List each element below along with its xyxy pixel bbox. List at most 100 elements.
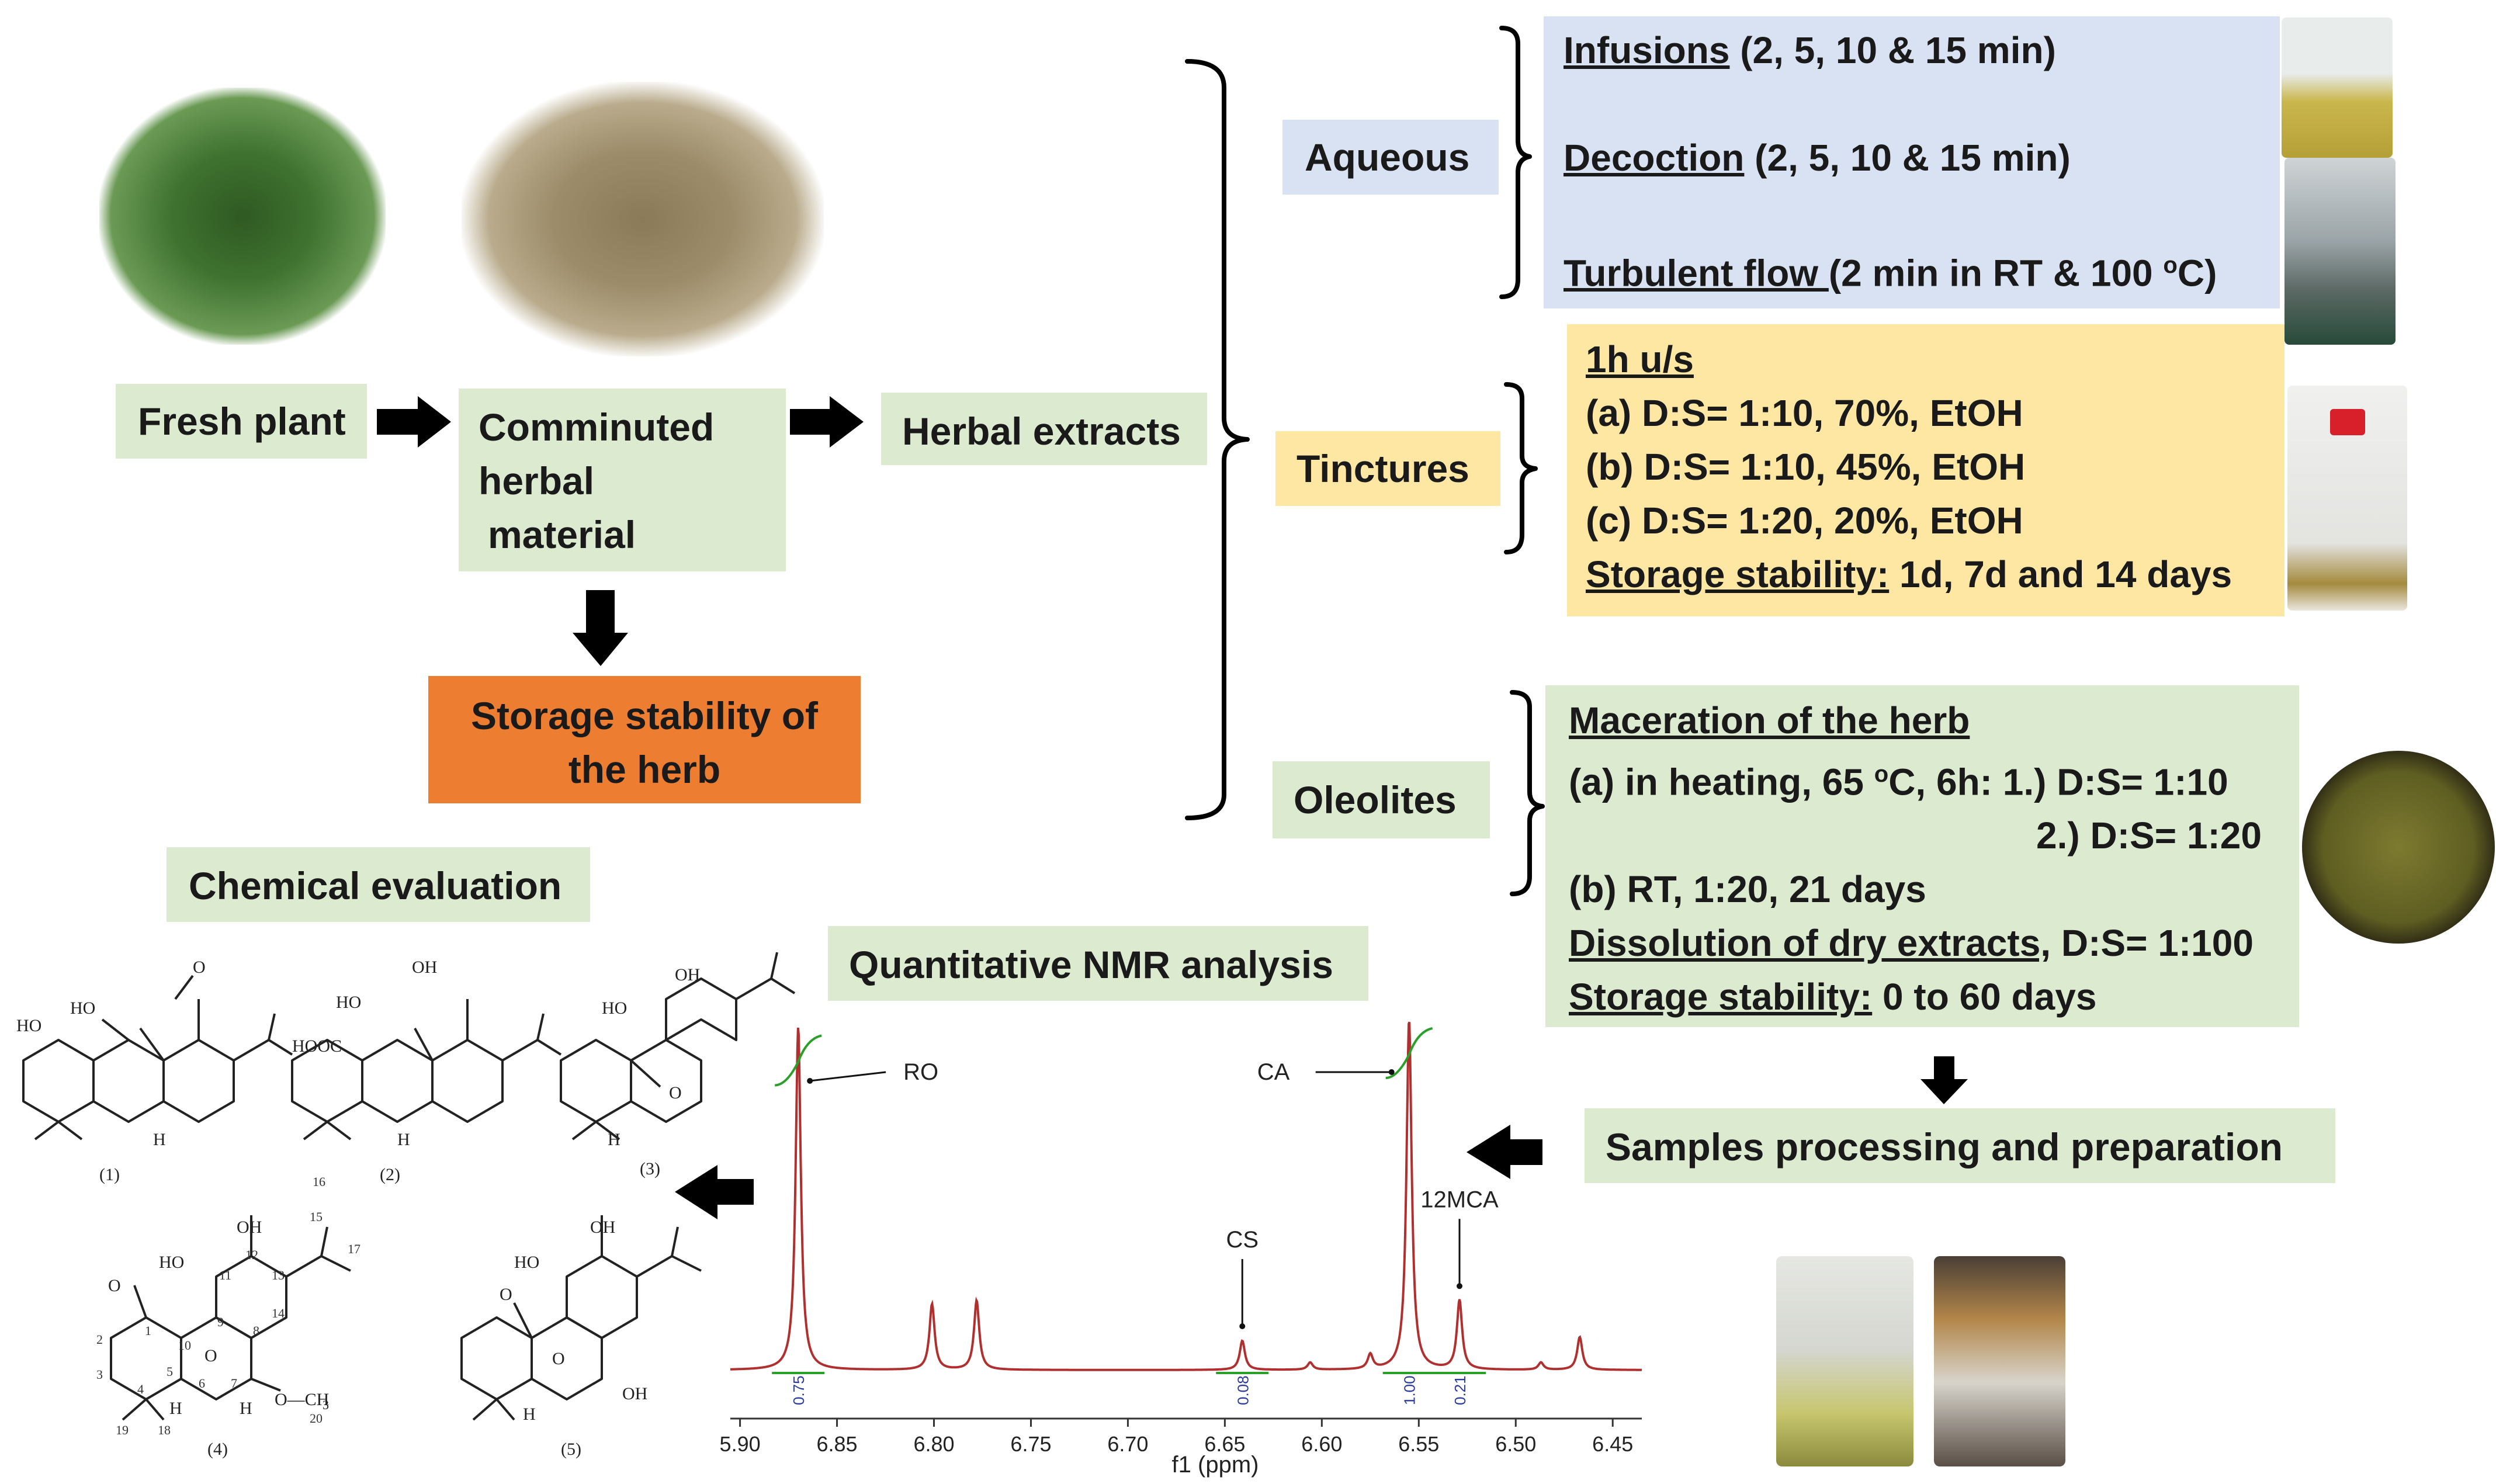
tinctures-brace [1504,382,1538,554]
nmr-arrow-head [1388,1069,1395,1075]
mol2-label: (2) [380,1165,400,1184]
nmr-tick-label: 6.85 [817,1432,858,1456]
oleolites-box: Oleolites [1273,761,1490,838]
aqueous-box: Aqueous [1282,120,1499,195]
nmr-integral-label: 0.08 [1234,1375,1252,1405]
qnmr-analysis-box: Quantitative NMR analysis [828,926,1368,1001]
tincture-details-box: 1h u/s (a) D:S= 1:10, 70%, EtOH (b) D:S=… [1567,324,2284,616]
mol4-num-20: 20 [310,1411,323,1426]
fresh-plant-label: Fresh plant [138,400,346,443]
comminuted-material-box: Comminuted herbal material [459,389,786,571]
comminuted-line-1: Comminuted [479,405,715,449]
mol4-num-2: 2 [96,1332,103,1347]
decoction-line: Decoction (2, 5, 10 & 15 min) [1564,137,2071,179]
mol4-num-11: 11 [219,1268,231,1282]
nmr-integral-label: 1.00 [1401,1375,1419,1405]
fresh-plant-box: Fresh plant [116,384,367,459]
mol5-o-ketone: O [500,1285,512,1304]
mol2-hooc: HOOC [292,1036,342,1056]
mol4-num-6: 6 [199,1376,205,1391]
mol1-label: (1) [99,1165,120,1184]
mol5-oh-bottom: OH [622,1384,647,1403]
nmr-integral-curve [774,1034,822,1087]
tinctures-label: Tinctures [1296,447,1469,490]
oleolite-jar-photo [2302,751,2495,944]
nmr-tick-label: 6.65 [1204,1432,1245,1456]
nmr-tick-label: 6.45 [1592,1432,1633,1456]
arrow-comminuted-to-extracts [790,396,864,448]
nmr-peak-label: CA [1257,1059,1290,1085]
storage-stability-herb-box: Storage stability of the herb [428,676,861,803]
mol3-label: (3) [640,1159,660,1178]
mol4-num-4: 4 [137,1382,144,1396]
nmr-tick-label: 5.90 [720,1432,761,1456]
tincture-heading: 1h u/s [1586,338,1694,380]
nmr-tick-label: 6.60 [1301,1432,1342,1456]
fresh-plant-photo [99,88,386,345]
molecule-1-bonds [22,975,293,1140]
mol2-h: H [397,1130,410,1149]
mol4-num-15: 15 [310,1209,323,1224]
nmr-tick-label: 6.80 [913,1432,954,1456]
molecule-4-bonds [110,1215,351,1421]
oleolites-label: Oleolites [1294,778,1457,821]
arrow-nmr-to-structures [675,1165,754,1219]
aqueous-details-box: Infusions (2, 5, 10 & 15 min) Decoction … [1544,16,2280,308]
mol5-oh-top: OH [590,1218,615,1237]
mol3-o: O [669,1083,682,1102]
tinctures-box: Tinctures [1275,431,1500,506]
mol4-num-5: 5 [167,1364,173,1379]
chemical-evaluation-box: Chemical evaluation [167,847,590,922]
mol1-ho: HO [70,998,95,1018]
tincture-c: (c) D:S= 1:20, 20%, EtOH [1586,500,2023,542]
oleolite-heading: Maceration of the herb [1569,699,1970,741]
oleolite-storage: Storage stability: 0 to 60 days [1569,976,2097,1018]
nmr-spectrum-line [730,1021,1642,1371]
mol4-num-12: 12 [245,1247,258,1262]
nmr-integral-label: 0.21 [1451,1375,1469,1405]
mol1-h: H [153,1130,166,1149]
comminuted-line-3: material [488,513,636,556]
mol4-num-10: 10 [178,1338,191,1353]
turbulent-flow-line: Turbulent flow (2 min in RT & 100 oC) [1564,252,2217,294]
oleolite-dissolution: Dissolution of dry extracts, D:S= 1:100 [1569,922,2254,965]
mol4-num-8: 8 [253,1323,259,1338]
oleolite-b: (b) RT, 1:20, 21 days [1569,868,1926,911]
tincture-flask-cap-icon [2330,409,2365,435]
mol4-o-ketone: O [108,1276,121,1295]
tincture-a: (a) D:S= 1:10, 70%, EtOH [1586,392,2023,434]
mol4-num-17: 17 [348,1242,360,1256]
arrow-oleolites-to-samples [1920,1056,1968,1104]
oleolites-brace [1510,690,1545,896]
herbal-extracts-box: Herbal extracts [881,393,1207,465]
storage-herb-line-2: the herb [568,748,721,791]
mol4-num-14: 14 [272,1306,285,1320]
mol4-num-9: 9 [217,1315,224,1329]
nmr-arrow-head [807,1078,813,1084]
oleolite-a2: 2.) D:S= 1:20 [2036,814,2262,857]
qnmr-analysis-label: Quantitative NMR analysis [849,943,1333,986]
tincture-b: (b) D:S= 1:10, 45%, EtOH [1586,446,2026,488]
mol4-oh: OH [237,1218,262,1237]
mol5-ho: HO [514,1253,539,1272]
aqueous-brace [1499,26,1532,299]
nmr-peak-label: CS [1226,1227,1259,1253]
mol4-label: (4) [207,1440,228,1459]
samples-processing-label: Samples processing and preparation [1606,1125,2283,1169]
samples-processing-box: Samples processing and preparation [1585,1108,2335,1183]
molecule-3-bonds [560,952,796,1140]
mol2-ho: HO [336,993,361,1012]
mol4-num-18: 18 [158,1423,171,1437]
herbal-extracts-label: Herbal extracts [902,410,1181,453]
nmr-peak-label: RO [903,1059,938,1085]
mol5-o-ether: O [552,1349,565,1368]
tincture-storage: Storage stability: 1d, 7d and 14 days [1586,553,2232,595]
oleolite-details-box: Maceration of the herb (a) in heating, 6… [1545,685,2299,1027]
nmr-arrow-head [1457,1283,1462,1289]
infusions-line: Infusions (2, 5, 10 & 15 min) [1564,29,2056,71]
blender-photo [2284,158,2396,345]
